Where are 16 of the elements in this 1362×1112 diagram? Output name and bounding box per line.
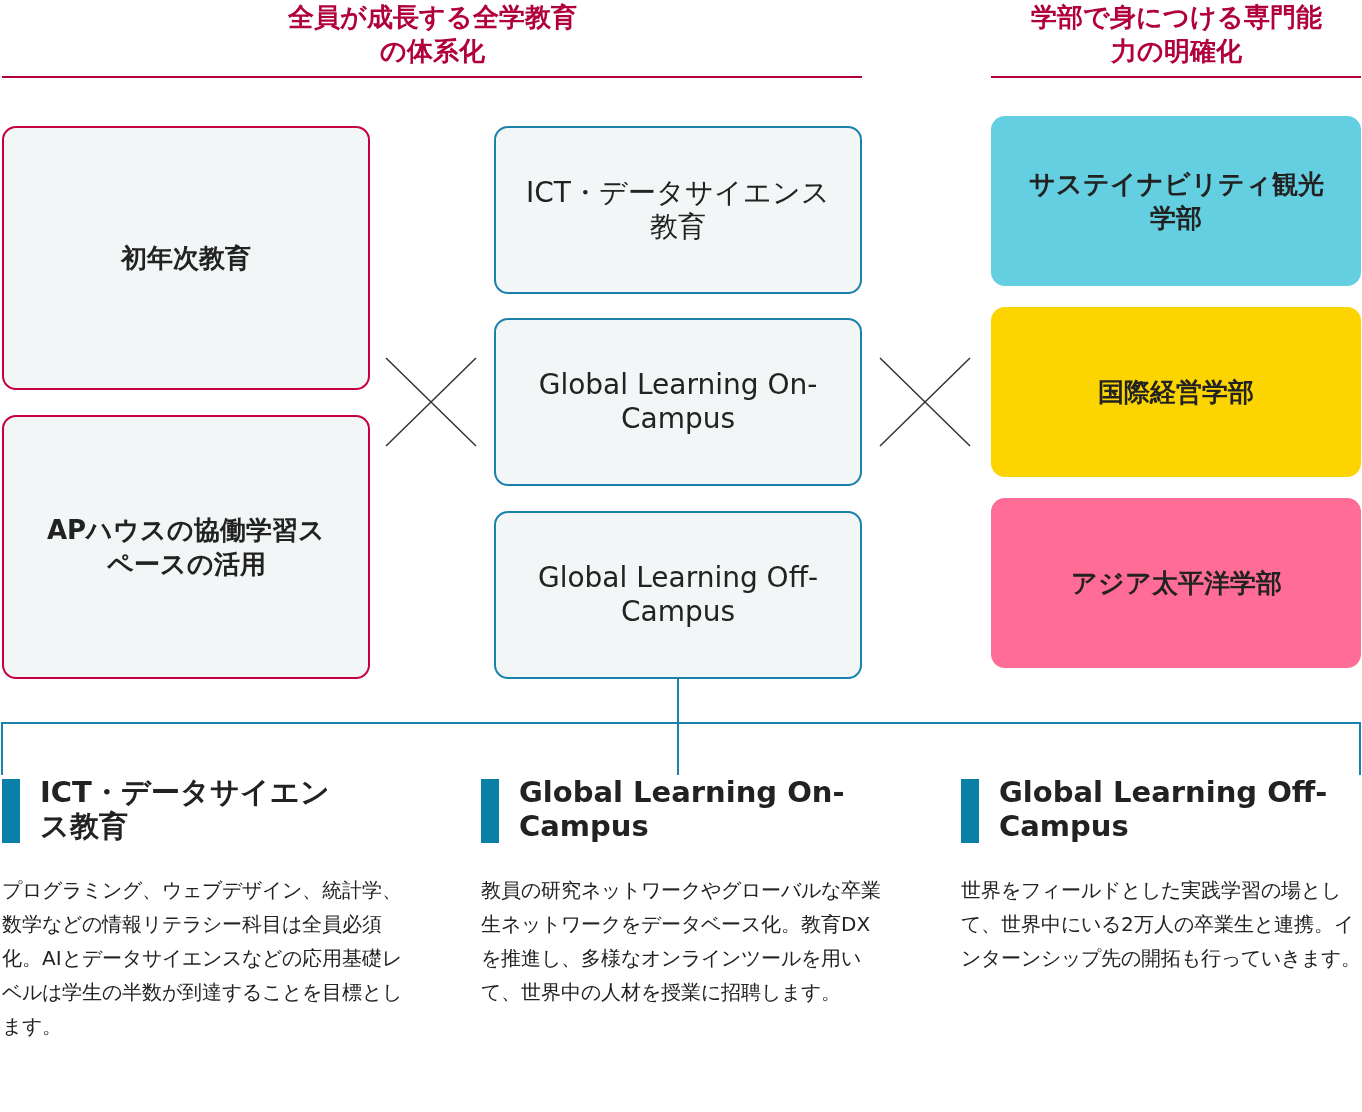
description-heading: ICT・データサイエンス教育 [40, 775, 331, 843]
program-box: APハウスの協働学習スペースの活用 [2, 415, 370, 679]
description-text: プログラミング、ウェブデザイン、統計学、数学などの情報リテラシー科目は全員必須化。AIとデータサイエンスなどの応用基礎レベルは学生の半数が到達することを目標とします。 [2, 877, 402, 1040]
program-box: 初年次教育 [2, 126, 370, 390]
description-heading: Global Learning Off-Campus [999, 775, 1329, 843]
faculty-box: アジア太平洋学部 [991, 498, 1361, 668]
program-box: ICT・データサイエンス教育 [494, 126, 862, 294]
section-heading: 全員が成長する全学教育の体系化 [286, 1, 578, 68]
program-box: Global Learning On-Campus [494, 318, 862, 486]
description-text: 世界をフィールドとした実践学習の場として、世界中にいる2万人の卒業生と連携。インターンシップ先の開拓も行っていきます。 [961, 877, 1361, 972]
program-box: Global Learning Off-Campus [494, 511, 862, 679]
description-heading: Global Learning On-Campus [519, 775, 846, 843]
section-heading: 学部で身につける専門能力の明確化 [1029, 1, 1323, 68]
description-text: 教員の研究ネットワークやグローバルな卒業生ネットワークをデータベース化。教育DXを推進し、多様なオンラインツールを用いて、世界中の人材を授業に招聘します。 [481, 877, 881, 1006]
faculty-box: 国際経営学部 [991, 307, 1361, 477]
faculty-box: サステイナビリティ観光学部 [991, 116, 1361, 286]
